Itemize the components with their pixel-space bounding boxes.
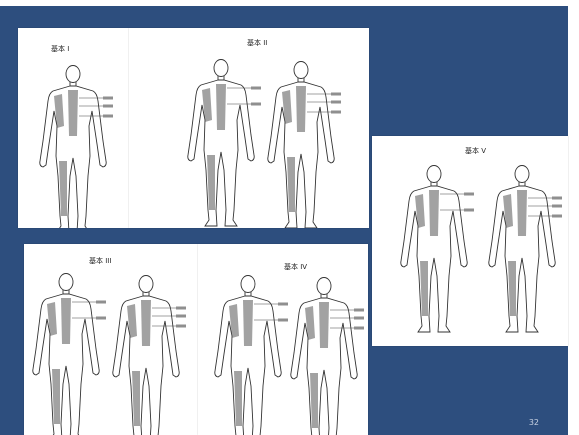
- figure-group: [129, 28, 369, 228]
- panel-basic-4: 基本 IV: [198, 244, 368, 435]
- head: [66, 66, 80, 83]
- annotation-mark: [354, 327, 364, 330]
- spine-shading: [296, 86, 306, 132]
- annotation-mark: [354, 317, 364, 320]
- head: [427, 166, 441, 183]
- spine-shading: [319, 302, 329, 348]
- annotation-mark: [251, 87, 261, 90]
- annotation-mark: [278, 303, 288, 306]
- head: [294, 62, 308, 79]
- figure-group: [18, 28, 129, 228]
- panel-basic-1: 基本 I: [18, 28, 129, 228]
- figure-back: [113, 276, 186, 435]
- panel-basic-3: 基本 III: [24, 244, 198, 435]
- annotation-mark: [103, 115, 113, 118]
- annotation-mark: [331, 101, 341, 104]
- annotation-mark: [464, 209, 474, 212]
- annotation-mark: [176, 307, 186, 310]
- head: [214, 60, 228, 77]
- head: [59, 274, 73, 291]
- figure-front: [188, 60, 261, 227]
- panel-basic-2: 基本 II: [129, 28, 369, 228]
- annotation-mark: [103, 105, 113, 108]
- annotation-mark: [176, 325, 186, 328]
- figure-back: [489, 166, 562, 333]
- spine-shading: [429, 190, 439, 236]
- figure-group: [372, 136, 568, 346]
- figure-front: [401, 166, 474, 333]
- figure-front: [215, 276, 288, 435]
- annotation-mark: [278, 319, 288, 322]
- spine-shading: [517, 190, 527, 236]
- figure-back: [291, 278, 364, 435]
- figure-group: [24, 244, 198, 435]
- head: [139, 276, 153, 293]
- spine-shading: [216, 84, 226, 130]
- annotation-mark: [251, 103, 261, 106]
- annotation-mark: [552, 215, 562, 218]
- annotation-mark: [331, 93, 341, 96]
- annotation-mark: [331, 111, 341, 114]
- annotation-mark: [552, 197, 562, 200]
- annotation-mark: [96, 301, 106, 304]
- figure-front: [33, 274, 106, 435]
- head: [241, 276, 255, 293]
- annotation-mark: [354, 309, 364, 312]
- spine-shading: [243, 300, 253, 346]
- annotation-mark: [552, 205, 562, 208]
- figure-back: [268, 62, 341, 229]
- annotation-mark: [176, 315, 186, 318]
- head: [515, 166, 529, 183]
- spine-shading: [68, 90, 78, 136]
- panel-basic-5: 基本 V: [372, 136, 568, 346]
- head: [317, 278, 331, 295]
- figure-back: [40, 66, 113, 229]
- page-number: 32: [529, 418, 539, 427]
- spine-shading: [141, 300, 151, 346]
- annotation-mark: [96, 317, 106, 320]
- figure-group: [198, 244, 368, 435]
- spine-shading: [61, 298, 71, 344]
- annotation-mark: [103, 97, 113, 100]
- annotation-mark: [464, 193, 474, 196]
